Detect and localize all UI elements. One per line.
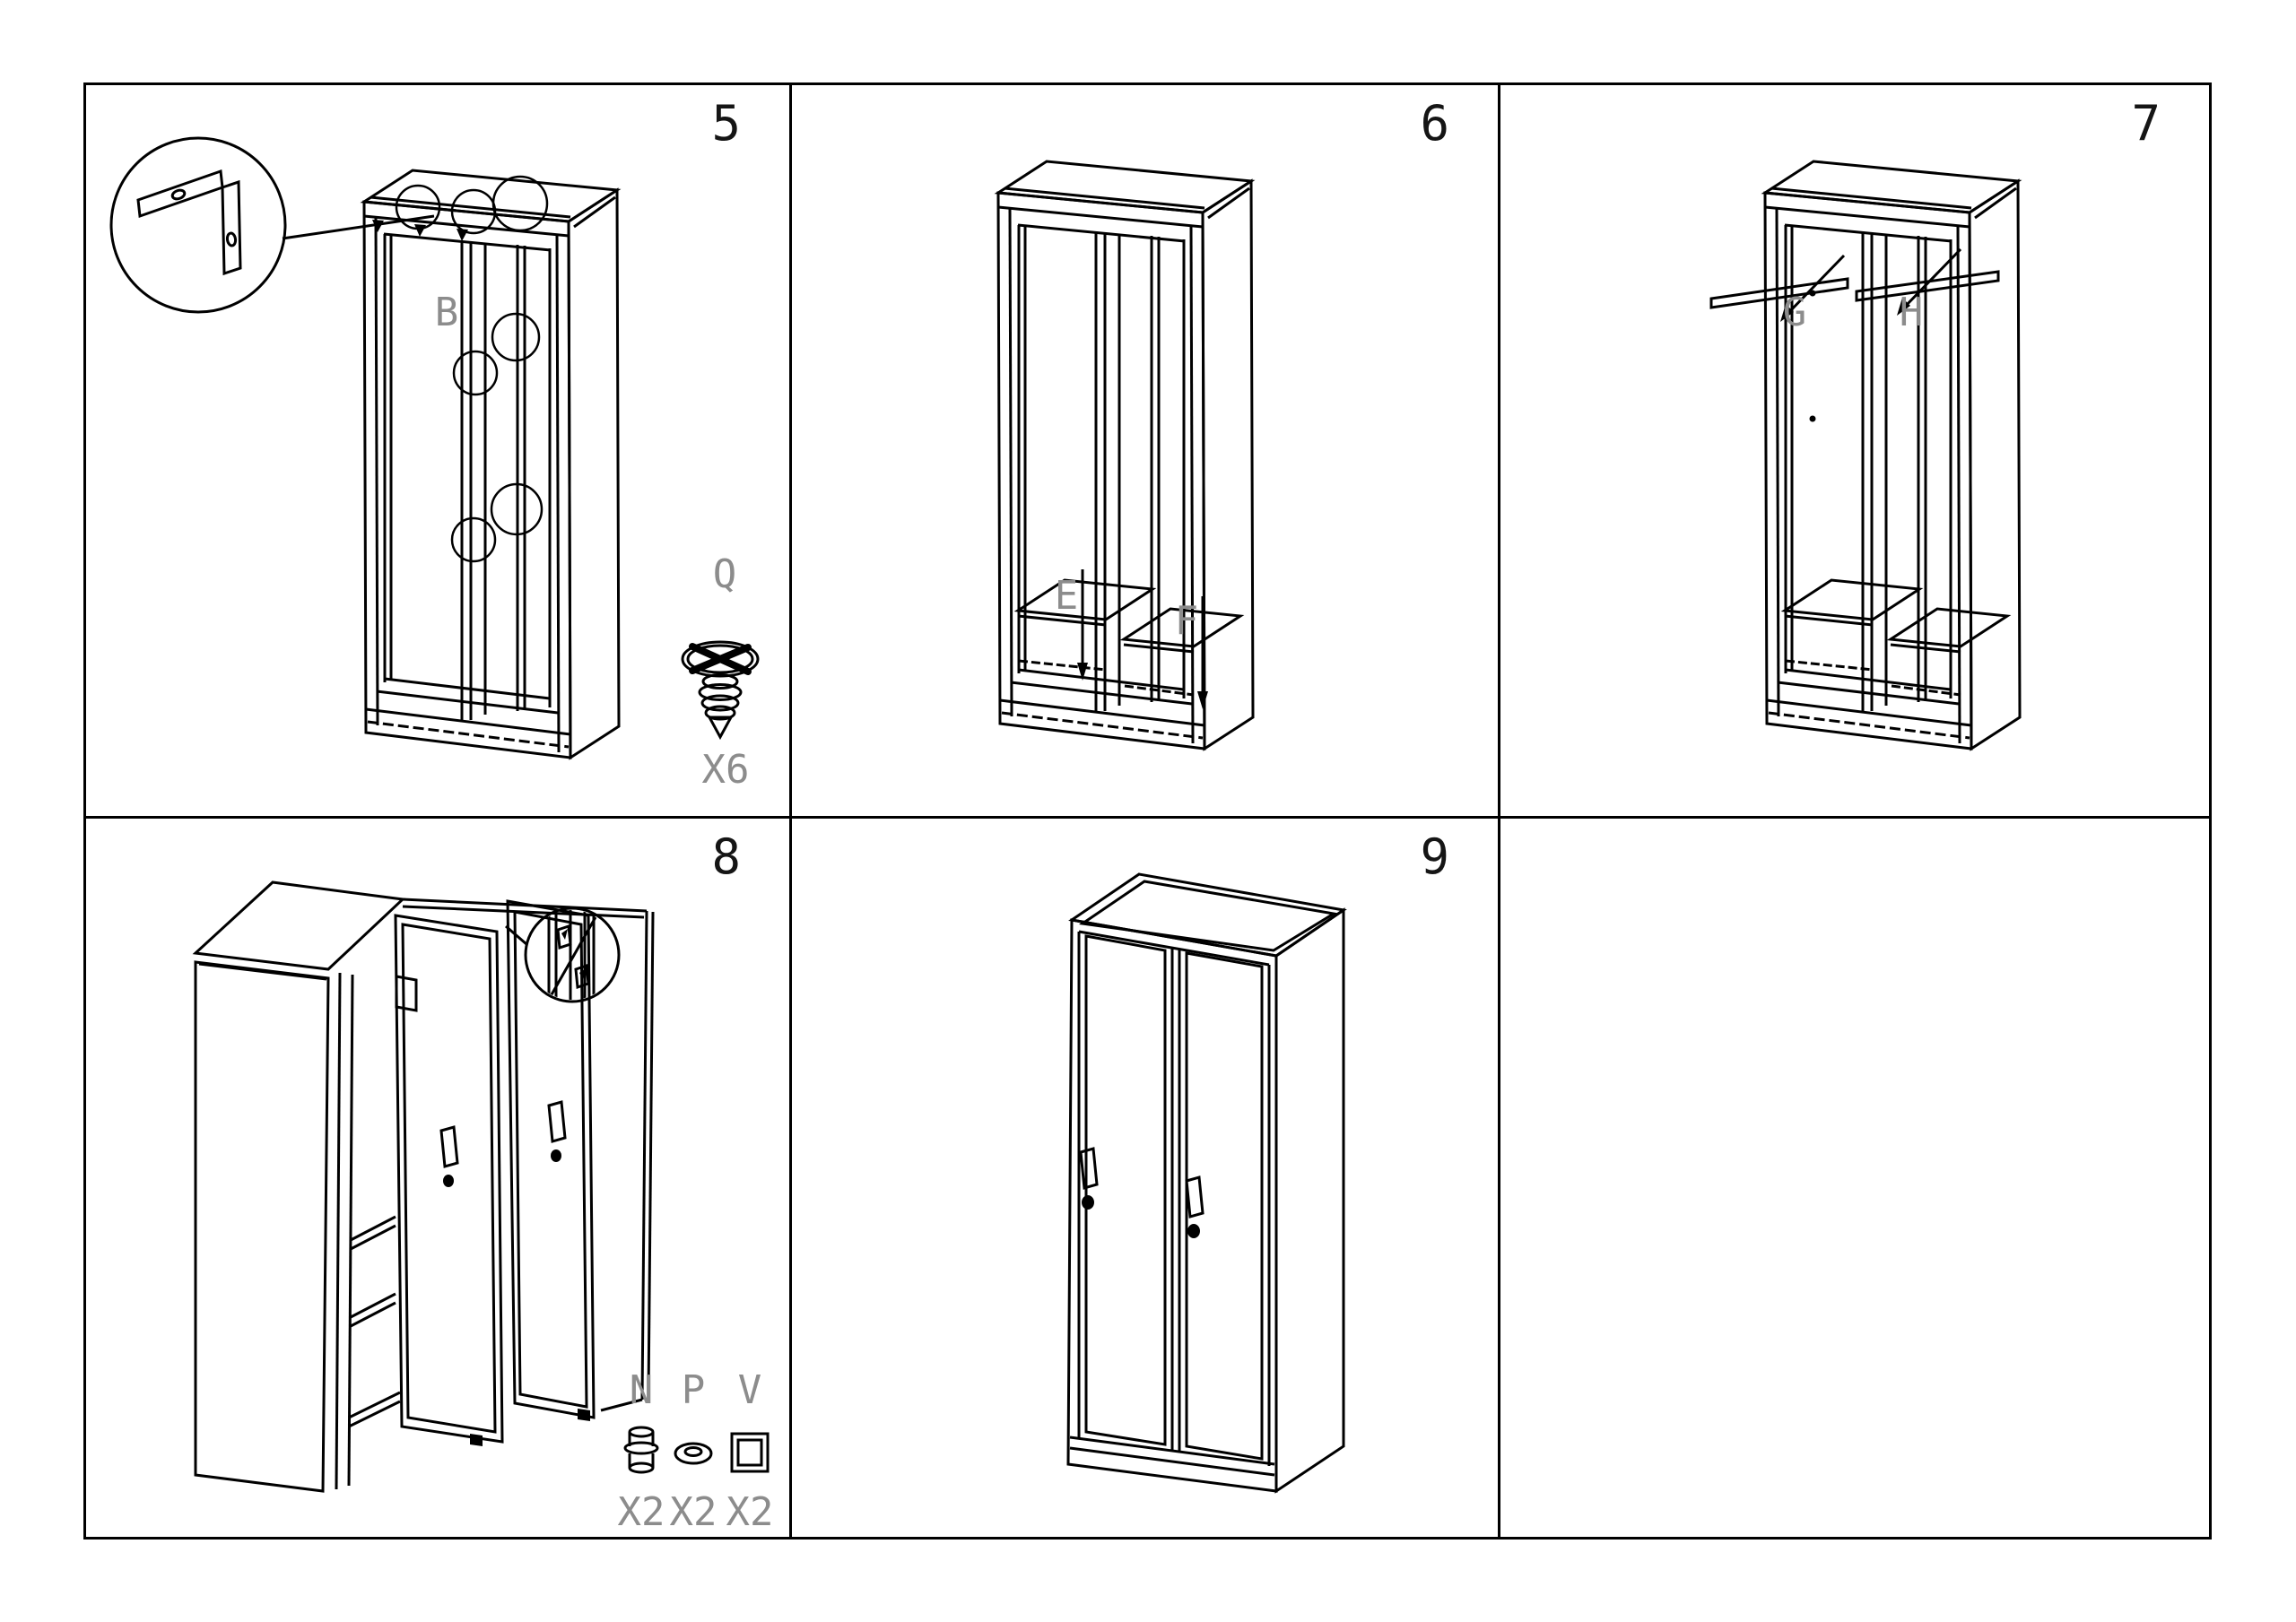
hanger-rod-icon bbox=[1709, 277, 1849, 309]
panel-step8: 8 bbox=[86, 819, 789, 1537]
step5-illustration: B Q bbox=[109, 136, 760, 793]
hinge-slots-icon bbox=[547, 910, 597, 1000]
step6-illustration: E F bbox=[996, 160, 1255, 750]
left-shelf-label: E bbox=[1055, 573, 1079, 619]
assembled-cabinet-icon bbox=[1066, 872, 1347, 1494]
panel-step5: 5 B bbox=[86, 85, 789, 816]
interior-shelf-edges bbox=[348, 1215, 401, 1428]
step-number: 5 bbox=[711, 95, 741, 152]
door-right bbox=[1185, 951, 1264, 1461]
grid-divider-horizontal bbox=[86, 816, 2209, 819]
right-rod-label: H bbox=[1900, 290, 1924, 335]
right-shelf-label: F bbox=[1175, 598, 1199, 644]
cabinet-frame bbox=[996, 160, 1255, 750]
handle-icon bbox=[547, 1100, 567, 1162]
rod-hole-dot bbox=[1809, 415, 1816, 422]
door-left bbox=[394, 914, 504, 1446]
down-arrow-icon bbox=[1197, 596, 1208, 709]
part-qty: X2 bbox=[726, 1489, 774, 1535]
step8-illustration: N P V X2 X2 bbox=[192, 880, 774, 1535]
washer-icon bbox=[674, 1442, 713, 1465]
step-number: 9 bbox=[1420, 828, 1449, 885]
part-qty: X2 bbox=[670, 1489, 718, 1535]
grid-divider-vertical-2 bbox=[1498, 85, 1500, 1537]
left-rod-label: G bbox=[1783, 290, 1807, 335]
diagonal-arrow-icon bbox=[1780, 254, 1846, 322]
handle-icon bbox=[439, 1125, 459, 1187]
handle-icon bbox=[1079, 1147, 1099, 1210]
hardware-label: Q bbox=[713, 551, 737, 597]
door-hook bbox=[470, 1434, 483, 1446]
step-number: 8 bbox=[711, 828, 741, 885]
step9-illustration bbox=[1066, 872, 1347, 1494]
back-panel-label: B bbox=[435, 290, 459, 335]
panel-step7: 7 G H bbox=[1500, 85, 2209, 816]
lock-block bbox=[395, 975, 418, 1012]
door-hook bbox=[578, 1409, 590, 1421]
step-number: 6 bbox=[1420, 95, 1449, 152]
detail-circle-icon bbox=[505, 906, 621, 1003]
sheet-border: 5 B bbox=[83, 82, 2212, 1540]
step7-illustration: G H bbox=[1709, 160, 2022, 750]
lock-hole bbox=[1187, 1224, 1200, 1238]
plate-icon bbox=[730, 1432, 770, 1473]
down-arrow-icon bbox=[1077, 569, 1088, 681]
screw-icon bbox=[681, 640, 760, 741]
pin-icon bbox=[623, 1426, 659, 1474]
part-qty: X2 bbox=[618, 1489, 665, 1535]
hanger-rod-icon bbox=[1855, 270, 2000, 302]
parts-list: N P V X2 X2 bbox=[618, 1367, 774, 1535]
panel-step6: 6 E F bbox=[792, 85, 1498, 816]
cabinet-frame: B bbox=[362, 169, 621, 759]
handle-icon bbox=[1185, 1175, 1205, 1238]
corner-bracket-icon bbox=[136, 169, 242, 276]
detail-circle-icon bbox=[109, 136, 435, 314]
grid-divider-vertical-1 bbox=[789, 85, 792, 1537]
diagonal-arrow-icon bbox=[1897, 247, 1962, 316]
panel-step9: 9 bbox=[792, 819, 1498, 1537]
door-gap bbox=[1170, 948, 1181, 1452]
panel-empty bbox=[1500, 819, 2209, 1537]
step-number: 7 bbox=[2131, 95, 2161, 152]
door-right bbox=[506, 899, 596, 1421]
part-letter: P bbox=[682, 1367, 706, 1413]
shelves bbox=[1783, 578, 2009, 697]
hardware-qty-label: X6 bbox=[702, 747, 750, 793]
cabinet-frame bbox=[1763, 160, 2022, 750]
shelves bbox=[1016, 578, 1242, 697]
part-letter: N bbox=[630, 1367, 654, 1413]
lock-hole bbox=[1082, 1195, 1094, 1210]
door-left bbox=[1079, 934, 1167, 1446]
part-letter: V bbox=[738, 1367, 762, 1413]
